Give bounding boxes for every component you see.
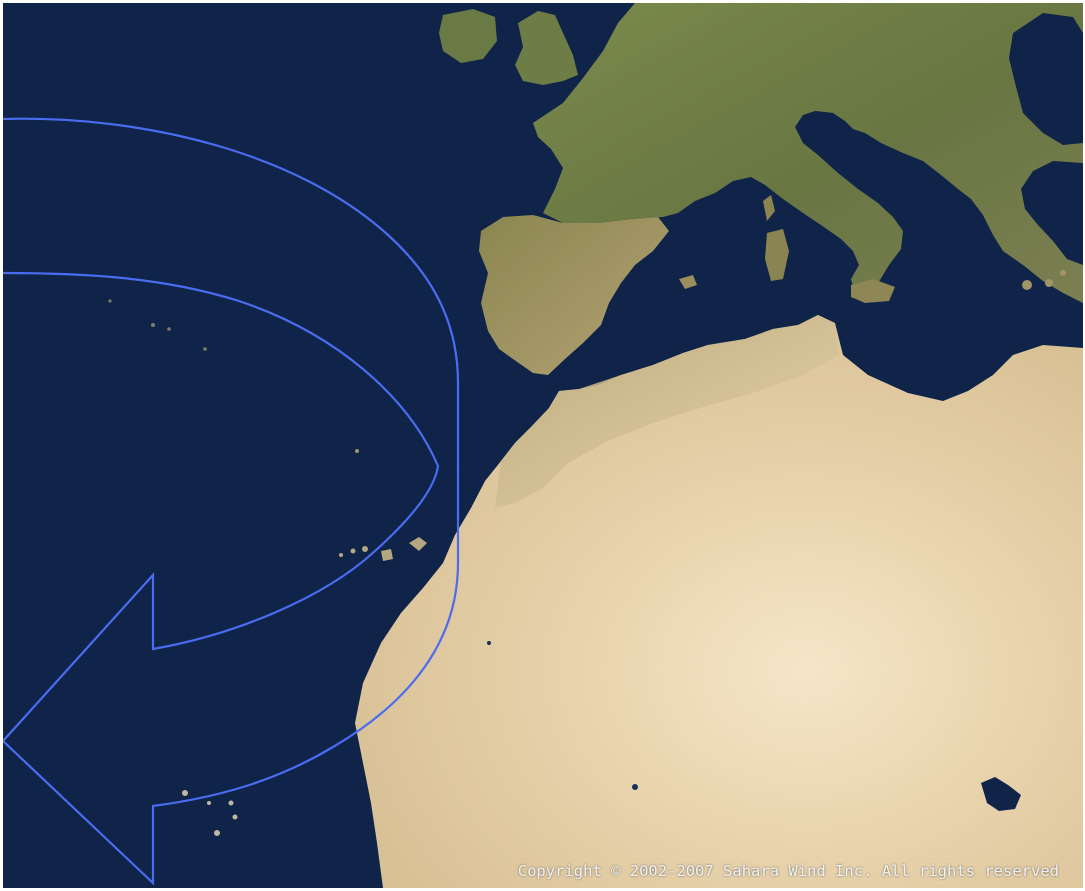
- canary-island-1: [409, 537, 427, 551]
- small-lake: [632, 784, 638, 790]
- cape-verde-island-5: [214, 830, 220, 836]
- canary-island-2: [381, 549, 393, 561]
- sardinia: [765, 229, 789, 281]
- atlas-mountains: [495, 315, 838, 508]
- cape-verde-island-1: [182, 790, 188, 796]
- satellite-map: Copyright © 2002-2007 Sahara Wind Inc. A…: [3, 3, 1083, 888]
- balearic-islands: [679, 275, 697, 289]
- cape-verde-island-4: [232, 814, 238, 820]
- greek-island-2: [1045, 279, 1053, 287]
- azores-island-3: [203, 347, 207, 351]
- canary-island-5: [339, 553, 343, 557]
- greek-island-3: [1060, 270, 1066, 276]
- azores-island-2: [167, 327, 171, 331]
- madeira-island: [355, 449, 359, 453]
- azores-island-4: [108, 299, 112, 303]
- europe-mainland: [533, 3, 1083, 303]
- black-sea: [1009, 13, 1083, 145]
- cape-verde-island-3: [228, 800, 234, 806]
- canary-island-4: [350, 548, 356, 554]
- adriatic-sea: [809, 111, 913, 203]
- cape-verde-island-2: [207, 801, 211, 805]
- canary-island-3: [362, 546, 368, 552]
- lake-chad: [981, 777, 1021, 811]
- map-graphic: [3, 3, 1083, 888]
- azores-island-1: [151, 323, 155, 327]
- great-britain: [515, 11, 578, 85]
- greek-island-1: [1022, 280, 1032, 290]
- corsica: [763, 195, 775, 221]
- ireland: [439, 9, 497, 63]
- iberian-peninsula: [479, 215, 669, 375]
- copyright-notice: Copyright © 2002-2007 Sahara Wind Inc. A…: [517, 862, 1059, 880]
- sicily: [851, 279, 895, 303]
- wind-arrow-outline: [3, 117, 460, 886]
- small-lake-2: [487, 641, 491, 645]
